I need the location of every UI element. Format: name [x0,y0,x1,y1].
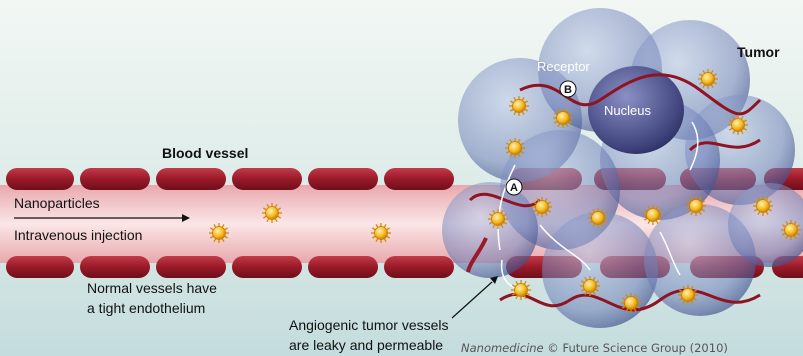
credit-text: Nanomedicine © Future Science Group (201… [461,341,728,355]
marker-b-label: B [564,84,572,96]
angiogenic-line1: Angiogenic tumor vessels [289,317,449,333]
marker-b: B [560,81,576,97]
endothelial-cell [384,168,454,190]
endothelial-cell [80,256,150,278]
normal-vessels-line1: Normal vessels have [87,280,217,296]
nanoparticles-label: Nanoparticles [14,195,100,211]
tumor-label: Tumor [737,44,780,60]
receptor-label: Receptor [537,59,590,74]
endothelial-cell [232,256,302,278]
endothelial-cell [156,256,226,278]
credit-journal: Nanomedicine [461,341,544,355]
endothelial-cell [232,168,302,190]
endothelial-cell [80,168,150,190]
angiogenic-line2: are leaky and permeable [289,337,443,353]
endothelial-cell [6,256,74,278]
endothelial-cell [384,256,454,278]
intravenous-label: Intravenous injection [14,227,142,243]
endothelial-cell [156,168,226,190]
marker-a-label: A [510,182,518,194]
blood-vessel-label: Blood vessel [162,145,248,161]
endothelial-cell [308,256,378,278]
endothelial-cell [308,168,378,190]
marker-a: A [506,179,522,195]
nucleus-label: Nucleus [604,103,651,118]
normal-vessels-line2: a tight endothelium [87,300,205,316]
endothelial-cell [6,168,74,190]
credit-rest: © Future Science Group (2010) [544,341,728,355]
